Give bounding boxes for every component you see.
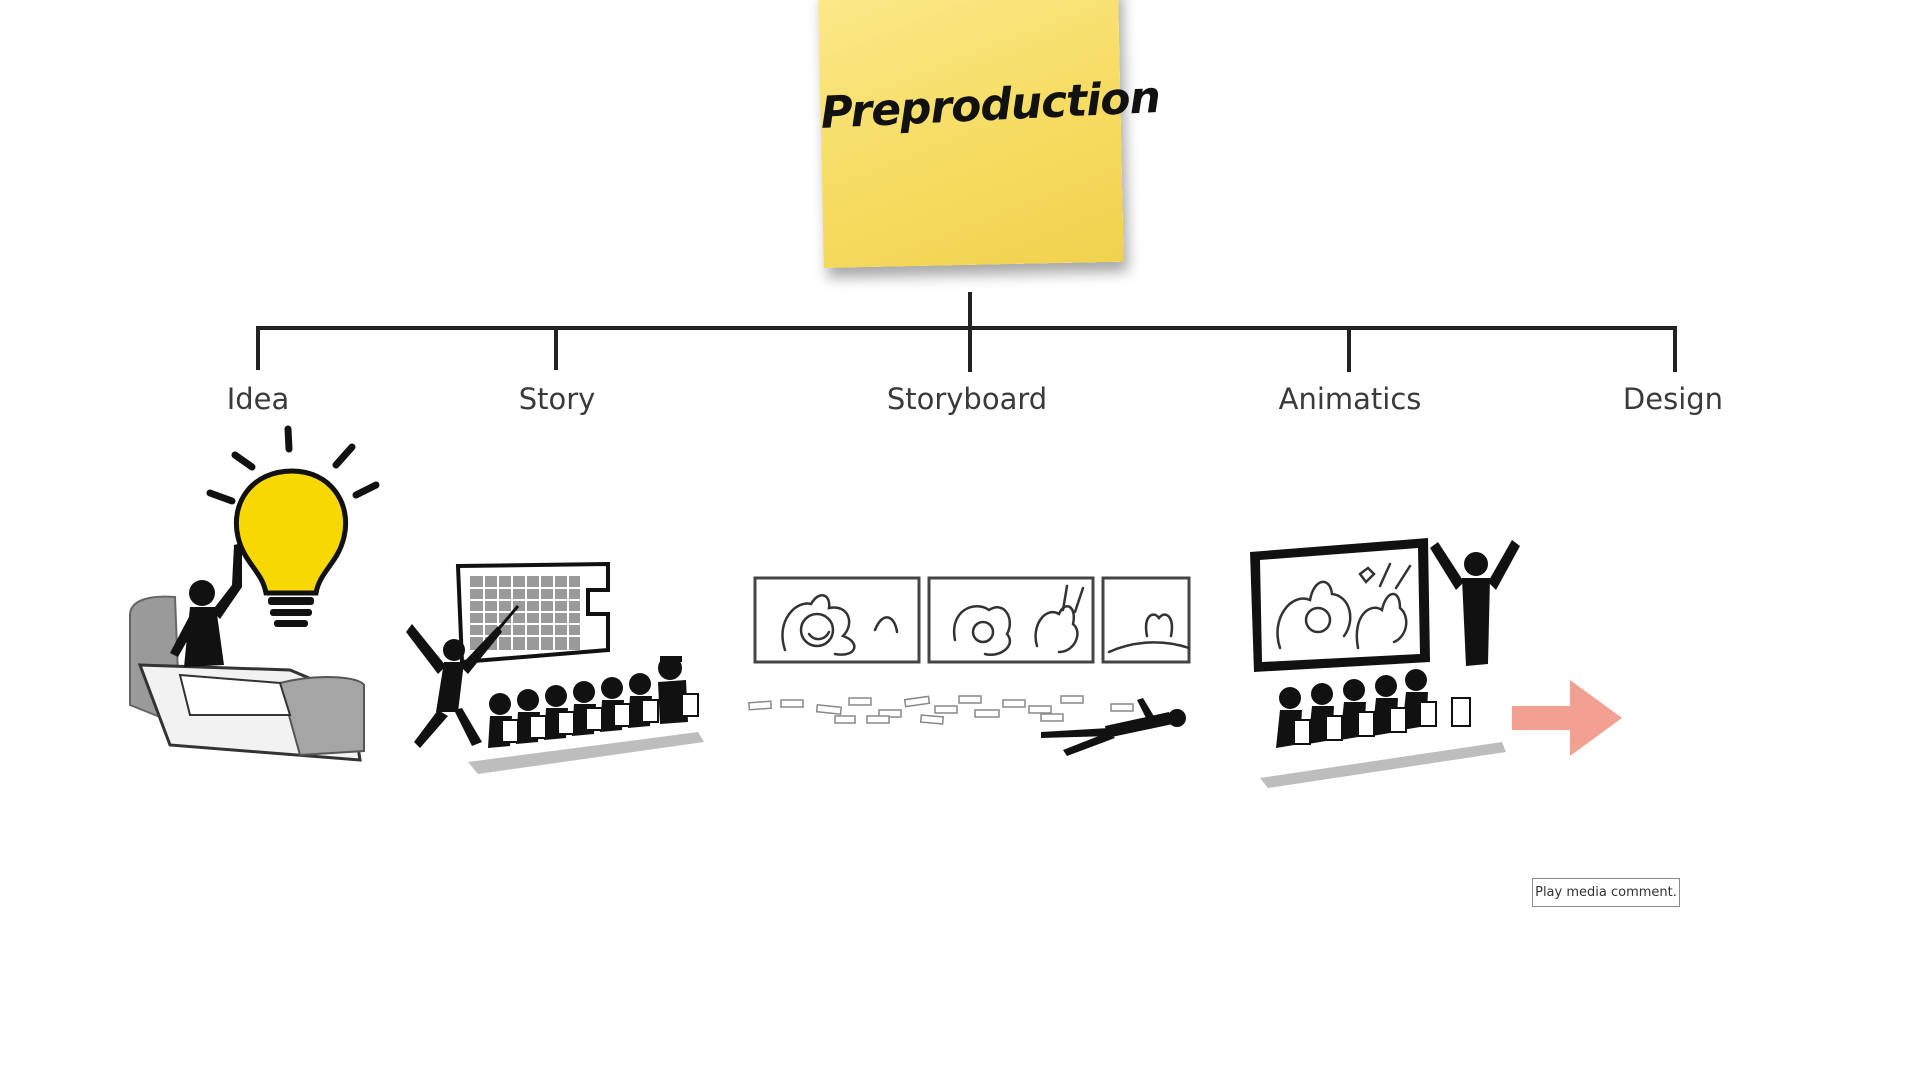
animatics-screen-icon: [1250, 538, 1430, 672]
presenter-icon: [406, 605, 520, 748]
stage-label-storyboard: Storyboard: [886, 382, 1048, 416]
person-icon: [170, 543, 242, 667]
play-media-comment-button[interactable]: Play media comment.: [1532, 878, 1680, 907]
stage-label-animatics: Animatics: [1278, 382, 1422, 416]
stage-label-story: Story: [518, 382, 596, 416]
storyboard-illustration: [748, 576, 1191, 756]
root-node: Preproduction: [818, 0, 1161, 280]
stage-label-design: Design: [1622, 382, 1724, 416]
lying-person-icon: [1041, 698, 1186, 756]
lightbulb-icon: [234, 468, 348, 627]
lightbulb-rays-icon: [206, 425, 380, 505]
audience-icon: [468, 656, 704, 774]
bed-icon: [129, 595, 365, 762]
animatics-audience-icon: [1260, 669, 1506, 788]
next-arrow-icon: [1512, 680, 1622, 756]
scattered-papers: [748, 695, 1134, 725]
story-illustration: [406, 562, 704, 774]
stage-label-idea: Idea: [226, 382, 290, 416]
storyboard-panels-icon: [753, 576, 1191, 664]
sticky-note: Preproduction: [818, 0, 1161, 268]
root-title: Preproduction: [819, 71, 1161, 139]
storyboard-sketches: [781, 584, 1191, 657]
cheering-person-icon: [1430, 540, 1520, 666]
animatics-illustration: [1250, 538, 1622, 788]
idea-illustration: [129, 425, 380, 762]
